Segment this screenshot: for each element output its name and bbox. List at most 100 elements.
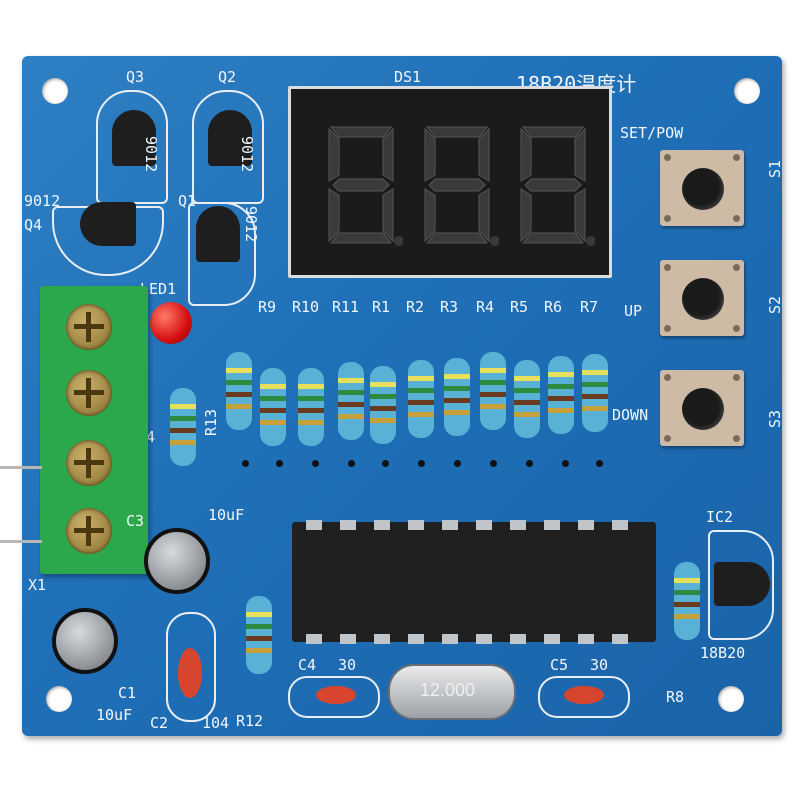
- terminal-screw: [66, 370, 112, 416]
- ic-pin: [374, 634, 390, 644]
- resistor-band: [674, 602, 700, 607]
- solder-pad: [312, 460, 319, 467]
- resistor-band: [548, 396, 574, 401]
- transistor-q2-part: 9012: [238, 136, 256, 173]
- button-s1-label: SET/POW: [620, 124, 684, 142]
- resistor-band: [246, 624, 272, 629]
- ic-pin: [306, 520, 322, 530]
- resistor-band: [338, 378, 364, 383]
- button-leg: [664, 435, 671, 442]
- resistor-band: [260, 420, 286, 425]
- resistor-band: [582, 370, 608, 375]
- resistor-label-r4: R4: [476, 298, 495, 316]
- transistor-q2-ref: Q2: [218, 68, 237, 86]
- wire: [0, 466, 42, 469]
- led-label: LED1: [140, 280, 177, 298]
- ic-pin: [578, 520, 594, 530]
- terminal-screw: [66, 440, 112, 486]
- transistor-q1-ref: Q1: [178, 192, 197, 210]
- resistor-label-r2: R2: [406, 298, 425, 316]
- resistor-band: [514, 400, 540, 405]
- ic-pin: [544, 634, 560, 644]
- resistor-label-r8: R8: [666, 688, 685, 706]
- cap-c2-value: 104: [202, 714, 230, 732]
- resistor-band: [338, 390, 364, 395]
- resistor-r11: [338, 362, 364, 440]
- button-leg: [733, 325, 740, 332]
- button-s2-label: UP: [624, 302, 643, 320]
- resistor-band: [170, 416, 196, 421]
- cap-c4-outline: [288, 676, 380, 718]
- screw-terminal-block: [40, 286, 148, 574]
- resistor-band: [408, 376, 434, 381]
- cap-c3-value: 10uF: [208, 506, 245, 524]
- button-s3-ref: S3: [766, 409, 784, 428]
- button-leg: [733, 264, 740, 271]
- transistor-q4-part: 9012: [24, 192, 61, 210]
- resistor-band: [514, 376, 540, 381]
- resistor-label-r6: R6: [544, 298, 563, 316]
- resistor-r1: [370, 366, 396, 444]
- resistor-band: [548, 372, 574, 377]
- resistor-band: [674, 590, 700, 595]
- resistor-r13: [226, 352, 252, 430]
- solder-pad: [454, 460, 461, 467]
- ic-pin: [476, 520, 492, 530]
- resistor-band: [582, 394, 608, 399]
- resistor-band: [370, 406, 396, 411]
- ic-pin: [306, 634, 322, 644]
- down-button[interactable]: [660, 370, 744, 446]
- set-pow-button[interactable]: [660, 150, 744, 226]
- resistor-label-r13: R13: [202, 408, 220, 436]
- resistor-band: [480, 380, 506, 385]
- resistor-band: [246, 648, 272, 653]
- terminal-screw: [66, 508, 112, 554]
- display-digit: [520, 126, 595, 246]
- resistor-band: [480, 404, 506, 409]
- resistor-band: [338, 402, 364, 407]
- cap-c4-label: C4: [298, 656, 317, 674]
- resistor-r14: [170, 388, 196, 466]
- resistor-band: [170, 404, 196, 409]
- button-leg: [664, 325, 671, 332]
- ic-pin: [476, 634, 492, 644]
- resistor-r12: [246, 596, 272, 674]
- resistor-band: [170, 440, 196, 445]
- transistor-q4: [80, 202, 136, 246]
- resistor-band: [226, 380, 252, 385]
- wire: [0, 540, 42, 543]
- solder-pad: [242, 460, 249, 467]
- resistor-band: [444, 398, 470, 403]
- solder-pad: [382, 460, 389, 467]
- ic-pin: [374, 520, 390, 530]
- resistor-band: [548, 408, 574, 413]
- resistor-label-r7: R7: [580, 298, 599, 316]
- resistor-band: [444, 386, 470, 391]
- mounting-hole: [734, 78, 760, 104]
- transistor-q3-part: 9012: [142, 136, 160, 173]
- electrolytic-capacitor-c1: [52, 608, 118, 674]
- resistor-band: [370, 418, 396, 423]
- resistor-r6: [548, 356, 574, 434]
- ic-pin: [442, 634, 458, 644]
- resistor-band: [370, 382, 396, 387]
- terminal-screw: [66, 304, 112, 350]
- red-led: [150, 302, 192, 344]
- resistor-label-r3: R3: [440, 298, 459, 316]
- ic-pin: [578, 634, 594, 644]
- resistor-band: [582, 406, 608, 411]
- ic-pin: [612, 634, 628, 644]
- resistor-band: [246, 612, 272, 617]
- resistor-band: [260, 408, 286, 413]
- resistor-label-r1: R1: [372, 298, 391, 316]
- ic-pin: [442, 520, 458, 530]
- transistor-q4-ref: Q4: [24, 216, 43, 234]
- microcontroller-ic: [292, 520, 656, 644]
- mounting-hole: [46, 686, 72, 712]
- button-leg: [733, 215, 740, 222]
- resistor-band: [260, 396, 286, 401]
- display-digit: [424, 126, 499, 246]
- resistor-band: [674, 578, 700, 583]
- up-button[interactable]: [660, 260, 744, 336]
- button-leg: [733, 435, 740, 442]
